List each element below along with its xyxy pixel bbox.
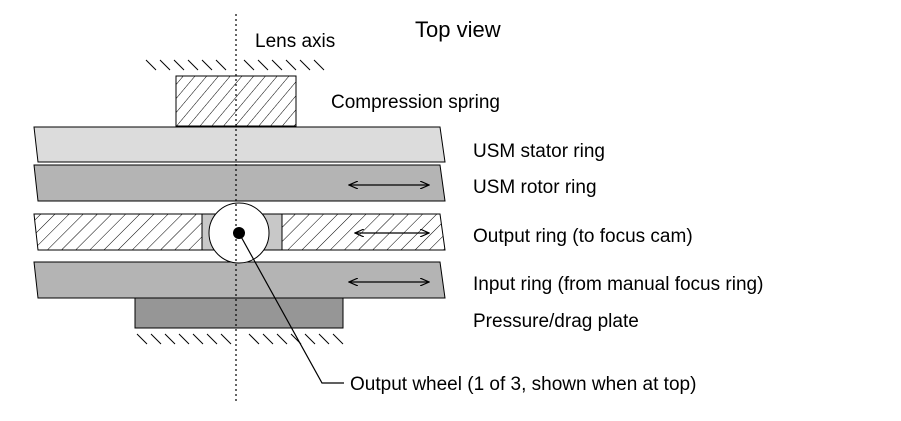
output-wheel-leader bbox=[238, 232, 344, 384]
input-ring-label: Input ring (from manual focus ring) bbox=[473, 274, 763, 295]
usm-rotor-ring bbox=[33, 164, 446, 202]
ground-hatch-bottom bbox=[136, 333, 344, 345]
diagram-title: Top view bbox=[415, 17, 501, 42]
lens-axis-label: Lens axis bbox=[255, 31, 335, 52]
stator-label: USM stator ring bbox=[473, 141, 605, 162]
rotor-label: USM rotor ring bbox=[473, 177, 597, 198]
ground-hatch-top bbox=[145, 59, 325, 71]
compression-spring-label: Compression spring bbox=[331, 92, 500, 113]
output-ring-label: Output ring (to focus cam) bbox=[473, 226, 693, 247]
pressure-drag-plate bbox=[134, 297, 344, 329]
usm-stator-ring bbox=[33, 126, 446, 163]
output-wheel-label: Output wheel (1 of 3, shown when at top) bbox=[350, 374, 696, 395]
input-ring bbox=[33, 261, 446, 299]
pressure-plate-label: Pressure/drag plate bbox=[473, 311, 639, 332]
